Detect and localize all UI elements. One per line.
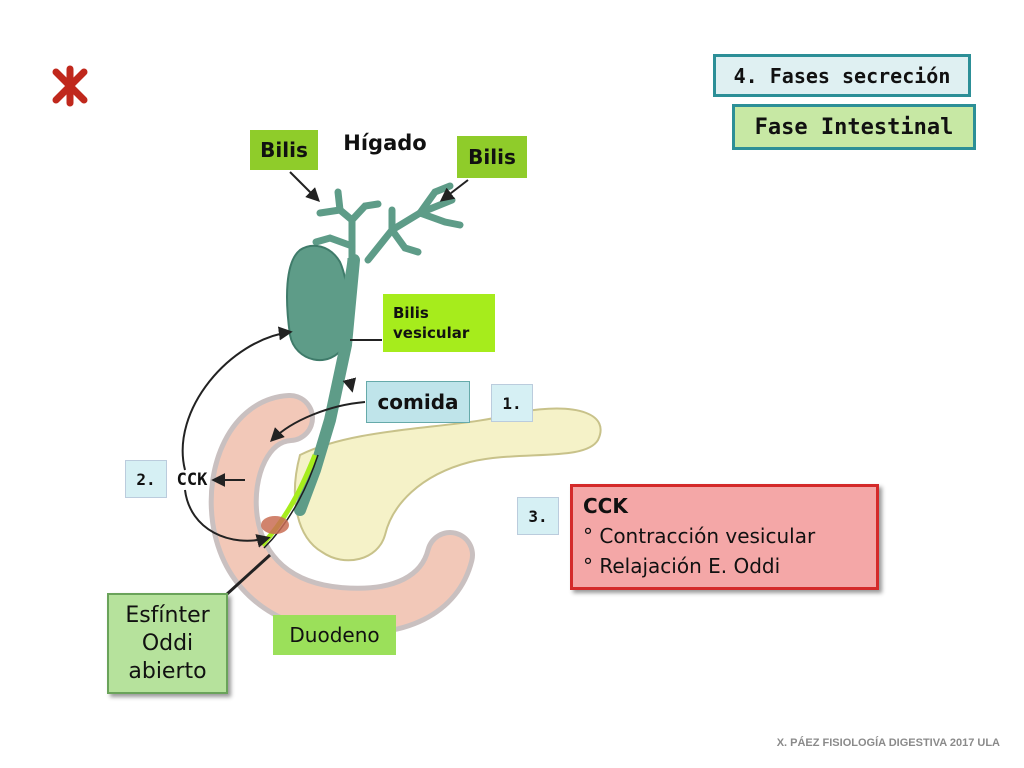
footer-credit: X. PÁEZ FISIOLOGÍA DIGESTIVA 2017 ULA: [776, 737, 1000, 749]
asterisk-icon: [52, 65, 88, 107]
cck-effects-box: CCK ° Contracción vesicular ° Relajación…: [570, 484, 879, 590]
duodenum-label: Duodeno: [273, 615, 396, 655]
common-bile-duct: [294, 254, 360, 516]
liver-label: Hígado: [343, 131, 427, 155]
sphincter-line3: abierto: [128, 658, 207, 684]
cck-effect-relaxation: ° Relajación E. Oddi: [583, 554, 781, 578]
sphincter-line1: Esfínter: [125, 602, 210, 628]
sphincter-label: Esfínter Oddi abierto: [107, 593, 228, 694]
cck-hormone-label: CCK: [176, 470, 208, 490]
phase-subtitle: Fase Intestinal: [732, 104, 976, 150]
gallbladder-bile-line1: Bilis: [393, 304, 429, 322]
bile-label-left: Bilis: [250, 130, 318, 170]
gallbladder: [286, 244, 350, 362]
phase-title: 4. Fases secreción: [713, 54, 971, 97]
bile-label-right: Bilis: [457, 136, 527, 178]
step-3-badge: 3.: [517, 497, 559, 535]
step-1-badge: 1.: [491, 384, 533, 422]
step-2-badge: 2.: [125, 460, 167, 498]
cck-effect-contraction: ° Contracción vesicular: [583, 524, 816, 548]
pancreas: [293, 407, 602, 562]
sphincter-area: [261, 516, 289, 534]
cck-effects-title: CCK: [583, 494, 628, 518]
food-label: comida: [366, 381, 470, 423]
sphincter-line2: Oddi: [141, 630, 194, 656]
gallbladder-bile-label: Bilis vesicular: [383, 294, 495, 352]
gallbladder-bile-line2: vesicular: [393, 324, 470, 342]
